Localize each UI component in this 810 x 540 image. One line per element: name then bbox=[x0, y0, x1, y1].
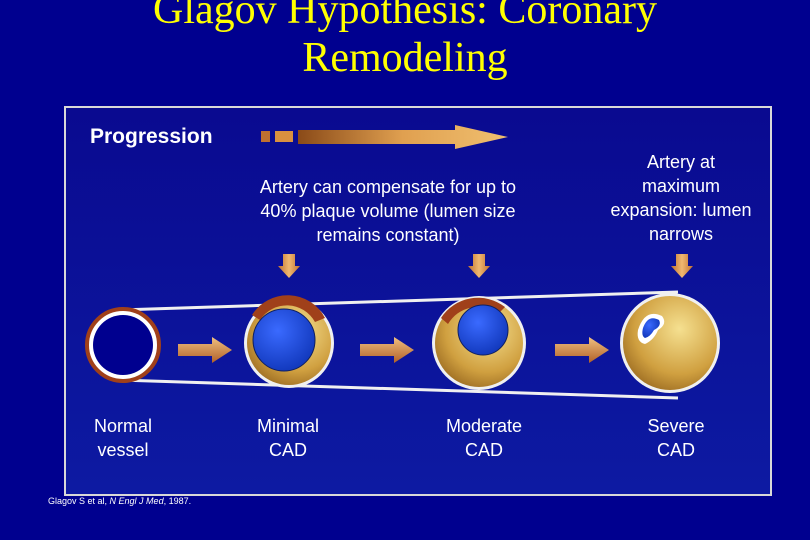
right-arrow-1 bbox=[178, 337, 232, 363]
right-arrow-3 bbox=[555, 337, 609, 363]
right-arrow-2 bbox=[360, 337, 414, 363]
vessel-tube-lines bbox=[119, 290, 679, 400]
down-arrow-1 bbox=[278, 254, 300, 278]
minimal-cad-cross-section bbox=[244, 295, 334, 388]
stage-label-normal: Normal vessel bbox=[93, 416, 152, 460]
title-line-2: Remodeling bbox=[302, 35, 508, 81]
down-arrow-3 bbox=[671, 254, 693, 278]
progression-label: Progression bbox=[90, 125, 213, 148]
slide-title: Glagov Hypothesis: Coronary Remodeling bbox=[0, 0, 810, 82]
title-line-1: Glagov Hypothesis: Coronary bbox=[153, 0, 657, 33]
progression-arrow bbox=[261, 125, 508, 149]
compensate-text: Artery can compensate for up to 40% plaq… bbox=[259, 177, 517, 245]
normal-vessel-cross-section bbox=[85, 307, 161, 383]
moderate-cad-cross-section bbox=[432, 296, 526, 390]
stage-label-severe: Severe CAD bbox=[647, 416, 705, 460]
stage-label-moderate: Moderate CAD bbox=[445, 416, 523, 460]
down-arrow-2 bbox=[468, 254, 490, 278]
stage-label-minimal: Minimal CAD bbox=[256, 416, 319, 460]
severe-cad-cross-section bbox=[620, 293, 720, 393]
citation: Glagov S et al, N Engl J Med, 1987. bbox=[48, 496, 192, 506]
max-expansion-text: Artery at maximum expansion: lumen narro… bbox=[610, 152, 752, 244]
